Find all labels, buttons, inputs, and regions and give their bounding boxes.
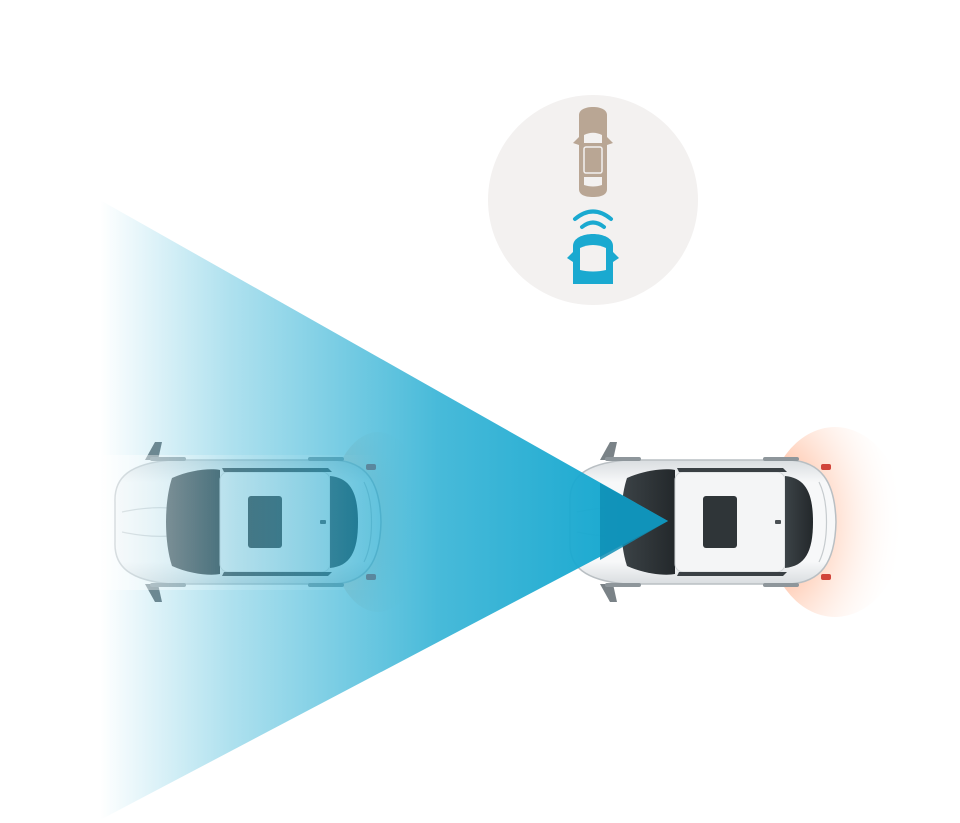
sensor-beam-tip (600, 483, 668, 560)
own-car-icon (567, 234, 619, 284)
badge-circle (488, 95, 698, 305)
lead-car-icon (573, 107, 613, 197)
radar-signal-icon (573, 209, 613, 229)
forward-collision-alert-badge-icon (488, 95, 698, 305)
own-car-haze (90, 455, 390, 590)
